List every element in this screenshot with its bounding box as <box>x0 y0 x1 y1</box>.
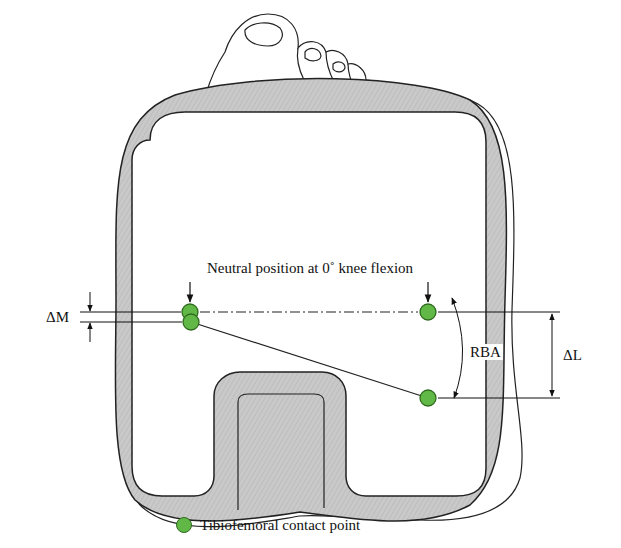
insert-inner <box>132 112 486 496</box>
contact-point <box>182 304 436 406</box>
dimension-label: ΔM <box>46 309 69 326</box>
dimension-label: RBA <box>468 344 503 361</box>
displacement-line <box>191 322 428 398</box>
dimension-label: ΔL <box>563 347 582 364</box>
position-label: Neutral position at 0˚ knee flexion <box>207 260 413 277</box>
dimension-dm <box>80 292 182 342</box>
leader-arrow <box>427 282 428 302</box>
eminence-hollow <box>238 394 324 508</box>
angle-arc <box>452 298 463 398</box>
dimension-dl <box>438 312 560 398</box>
eminence-hollow <box>237 402 238 510</box>
neutral-line <box>200 311 418 312</box>
insert-outer <box>115 79 506 521</box>
legend-swatch <box>176 517 192 533</box>
leader-arrow <box>189 282 190 302</box>
legend-text: Tibiofemoral contact point <box>200 517 360 534</box>
